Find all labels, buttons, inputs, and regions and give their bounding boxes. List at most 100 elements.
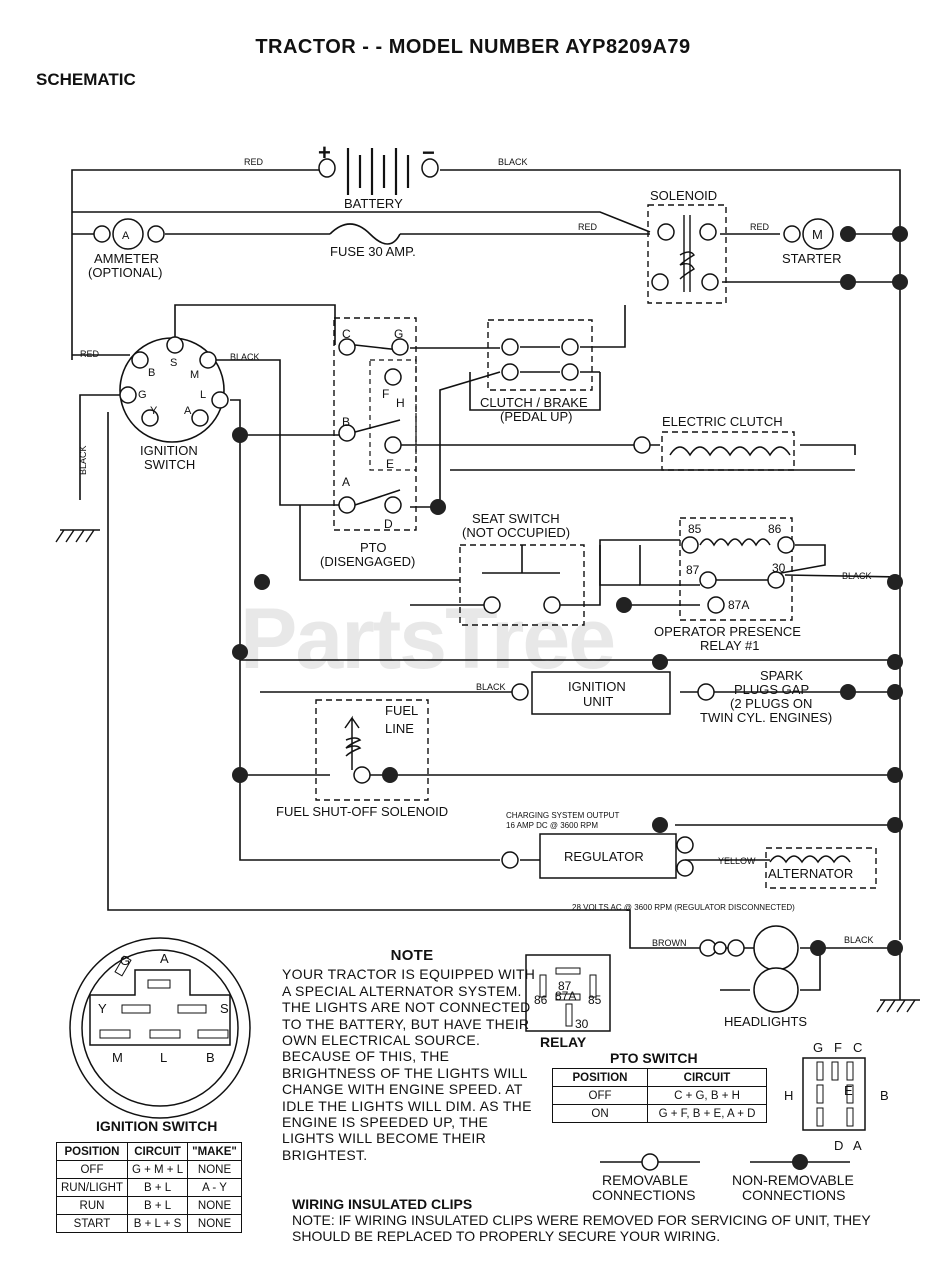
battery-label: BATTERY [344, 196, 403, 211]
cell: RUN [56, 1196, 128, 1215]
note-heading: NOTE [390, 947, 434, 964]
charging-output-label: 16 AMP DC @ 3600 RPM [506, 821, 598, 830]
cell: G + M + L [126, 1160, 189, 1179]
clutch-brake-label: (PEDAL UP) [500, 409, 572, 424]
non-removable-connections [232, 226, 908, 956]
relay-terminal-85: 85 [688, 522, 702, 536]
connector [697, 683, 715, 701]
col-make: "MAKE" [187, 1142, 242, 1161]
relay-pin-30: 30 [575, 1017, 589, 1031]
fuel-line-label: LINE [385, 721, 414, 736]
cell: C + G, B + H [647, 1086, 767, 1105]
wire-label-red: RED [244, 157, 264, 167]
connector [511, 683, 529, 701]
ammeter-symbol: A [122, 230, 130, 242]
pto-terminal-c: C [342, 327, 351, 341]
pto-pin-h: H [784, 1088, 793, 1103]
connector [713, 941, 727, 955]
clips-note: WIRING INSULATED CLIPS NOTE: IF WIRING I… [292, 1196, 892, 1244]
pto-terminal-f: F [382, 387, 389, 401]
solenoid-coil-icon [679, 215, 695, 292]
starter-symbol: M [812, 227, 823, 242]
table-row: ON G + F, B + E, A + D [552, 1104, 767, 1123]
clutch-brake-label: CLUTCH / BRAKE [480, 395, 588, 410]
wire-label-black: BLACK [78, 445, 88, 475]
cell: G + F, B + E, A + D [647, 1104, 767, 1123]
legend-ign-g: G [120, 953, 130, 968]
connector [147, 225, 165, 243]
non-removable-label: CONNECTIONS [742, 1187, 845, 1203]
table-row: RUN B + L NONE [56, 1196, 242, 1215]
pto-inner-box [369, 359, 417, 471]
relay-box [679, 517, 793, 621]
wire-label-brown: BROWN [652, 938, 687, 948]
legend-ign-l: L [160, 1050, 167, 1065]
note-body: YOUR TRACTOR IS EQUIPPED WITH A SPECIAL … [282, 966, 536, 1163]
pto-label: PTO [360, 540, 387, 555]
wire-label-yellow: YELLOW [718, 856, 756, 866]
charging-output-label: CHARGING SYSTEM OUTPUT [506, 811, 619, 820]
seat-switch-label: SEAT SWITCH [472, 511, 560, 526]
cell: OFF [56, 1160, 128, 1179]
connector [676, 836, 694, 854]
connector [676, 859, 694, 877]
headlight-icon [753, 967, 799, 1013]
pto-terminal-e: E [386, 457, 394, 471]
pto-switch-table: POSITION CIRCUIT OFF C + G, B + H ON G +… [552, 1068, 767, 1123]
electric-clutch-label: ELECTRIC CLUTCH [662, 414, 783, 429]
battery-minus: − [422, 140, 435, 165]
pto-terminal-b: B [342, 415, 350, 429]
ignition-switch-label: IGNITION [140, 443, 198, 458]
alternator-coil-icon [769, 855, 851, 864]
clutch-brake-box [487, 319, 593, 391]
lights-note: NOTE YOUR TRACTOR IS EQUIPPED WITH A SPE… [282, 947, 542, 1163]
connections-legend: REMOVABLE CONNECTIONS NON-REMOVABLE CONN… [592, 1153, 854, 1203]
pto-terminal-d: D [384, 517, 393, 531]
connector [727, 939, 745, 957]
legend-ign-a: A [160, 951, 169, 966]
spark-plug-label: SPARK [760, 668, 803, 683]
pto-terminal-h: H [396, 396, 405, 410]
solenoid-label: SOLENOID [650, 188, 717, 203]
fuse-label: FUSE 30 AMP. [330, 244, 416, 259]
relay-pin-87a: 87A [555, 989, 576, 1003]
removable-label: CONNECTIONS [592, 1187, 695, 1203]
ammeter-label: AMMETER [94, 251, 159, 266]
col-circuit: CIRCUIT [126, 1142, 189, 1161]
col-position: POSITION [552, 1068, 648, 1087]
ground-icon [55, 529, 100, 543]
ign-terminal-m: M [190, 369, 199, 381]
ignition-terminals [119, 336, 229, 427]
headlights-label: HEADLIGHTS [724, 1014, 807, 1029]
spark-plug-label: TWIN CYL. ENGINES) [700, 710, 832, 725]
cell: OFF [552, 1086, 648, 1105]
connector [783, 225, 801, 243]
pto-pin-g: G [813, 1040, 823, 1055]
pto-pin-c: C [853, 1040, 862, 1055]
cell: START [56, 1214, 128, 1233]
relay-pin-87: 87 [558, 979, 572, 993]
alternator-label: ALTERNATOR [768, 866, 853, 881]
ignition-switch-legend-graphic: G A Y S M L B [69, 937, 251, 1119]
wire-label-black: BLACK [498, 157, 528, 167]
wire-label-red: RED [578, 222, 598, 232]
spark-plug-label: (2 PLUGS ON [730, 696, 812, 711]
wire-label-black: BLACK [476, 682, 506, 692]
cell: B + L + S [126, 1214, 189, 1233]
relay-pin-86: 86 [534, 993, 548, 1007]
ign-terminal-g: G [138, 389, 147, 401]
seat-switch-contact [482, 545, 560, 574]
ign-terminal-b: B [148, 367, 155, 379]
connector [657, 223, 675, 241]
cell: NONE [187, 1196, 242, 1215]
ground-icon [876, 999, 916, 1013]
relay-caption: RELAY [540, 1034, 587, 1050]
connector [633, 436, 651, 454]
page-subtitle: SCHEMATIC [36, 70, 136, 89]
ignition-unit-label: UNIT [583, 694, 613, 709]
clips-body: NOTE: IF WIRING INSULATED CLIPS WERE REM… [292, 1212, 871, 1244]
starter-motor-icon [802, 218, 834, 250]
starter-label: STARTER [782, 251, 841, 266]
legend-ign-m: M [112, 1050, 123, 1065]
